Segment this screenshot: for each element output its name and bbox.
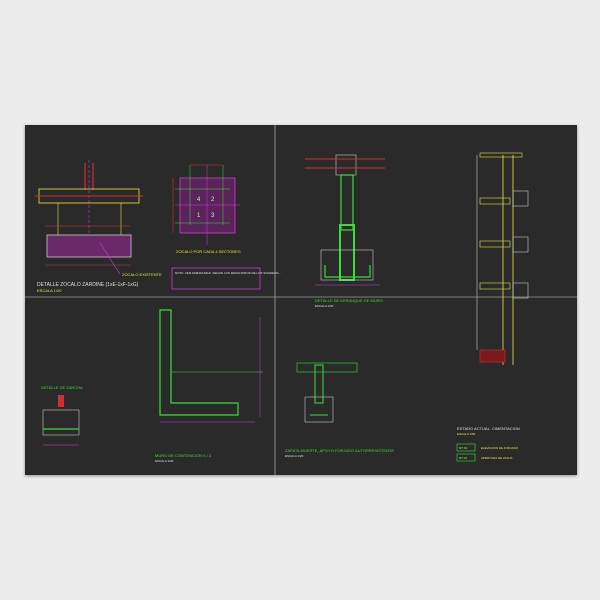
grid-caption: ZOCALO POR CADA 4 SECTORES bbox=[176, 249, 241, 254]
panel-scale: ESCALA 1/20 bbox=[285, 454, 304, 458]
panel-title: DETALLE ZOCALO ZARDINE (1xE-1xF-1xG) bbox=[37, 282, 139, 288]
cad-drawing: ZOCALO EXISTENTE DETALLE ZOCALO ZARDINE … bbox=[25, 125, 577, 475]
grid-number: 4 bbox=[197, 197, 201, 203]
panel-scale: ESCALA 1/20 bbox=[155, 459, 174, 463]
panel-title: DETALLE DE ARRANQUE DE MURO bbox=[315, 298, 383, 303]
panel-title: ESTADO ACTUAL. CIMENTACION bbox=[457, 426, 520, 431]
cad-drawing-sheet[interactable]: ZOCALO EXISTENTE DETALLE ZOCALO ZARDINE … bbox=[25, 125, 577, 475]
legend-label: ELEVACION DE FORJADO bbox=[481, 446, 519, 450]
panel-scale: ESCALA 1/20 bbox=[37, 288, 62, 293]
zancha-detail: DETALLE DE ZANCHA bbox=[41, 385, 83, 446]
legend-code: NT 01 bbox=[459, 446, 467, 450]
cimentacion-elevation: ESTADO ACTUAL. CIMENTACION ESCALA 1/50 N… bbox=[456, 152, 529, 462]
arranque-muro-detail: DETALLE DE ARRANQUE DE MURO ESCALA 1/20 bbox=[305, 154, 385, 308]
grid-number: 2 bbox=[211, 197, 215, 203]
grid-number: 1 bbox=[197, 213, 201, 219]
grid-number: 3 bbox=[211, 213, 215, 219]
note-box: NOTA: VER ARMADURAS. SEGUN LOS RESULTADO… bbox=[175, 271, 281, 275]
panel-title: ZAPATA MUERTE_APOYO FORJADO AUTORRESISTE… bbox=[285, 448, 394, 453]
panel-scale: ESCALA 1/50 bbox=[457, 432, 476, 436]
panel-title: MURO DE CONTENCION S / 3 bbox=[155, 453, 212, 458]
muro-contencion-detail: MURO DE CONTENCION S / 3 ESCALA 1/20 bbox=[155, 309, 263, 463]
zocalo-grid-plan: 4 2 1 3 ZOCALO POR CADA 4 SECTORES NOTA:… bbox=[171, 164, 281, 290]
panel-title: DETALLE DE ZANCHA bbox=[41, 385, 83, 390]
legend-code: NT 01 bbox=[459, 456, 467, 460]
zocalo-detail: ZOCALO EXISTENTE DETALLE ZOCALO ZARDINE … bbox=[35, 160, 162, 293]
panel-scale: ESCALA 1/20 bbox=[315, 304, 334, 308]
legend-label: APERTURA DE ZANJA bbox=[481, 456, 512, 460]
zocalo-note: ZOCALO EXISTENTE bbox=[122, 272, 162, 277]
zapata-detail: ZAPATA MUERTE_APOYO FORJADO AUTORRESISTE… bbox=[285, 362, 394, 458]
